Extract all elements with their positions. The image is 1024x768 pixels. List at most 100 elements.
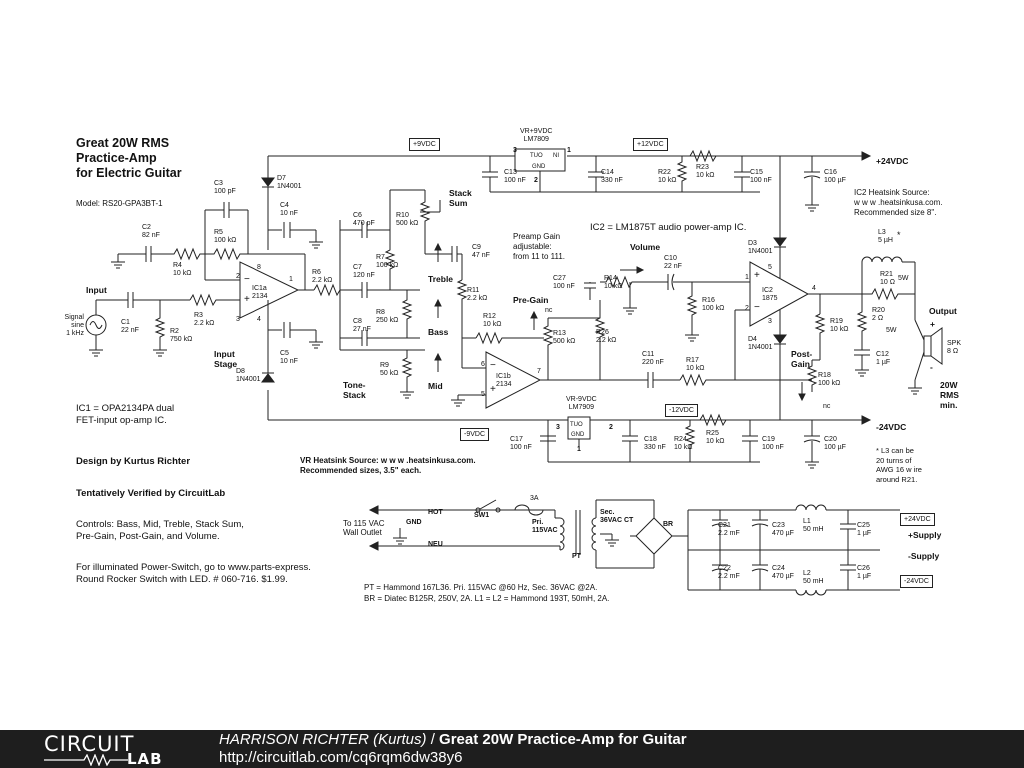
- vr-pos-pin3: 3: [513, 147, 517, 154]
- ic1b-plus: +: [490, 384, 496, 395]
- vr-neg-gnd: GND: [571, 432, 585, 438]
- flag-p9: +9VDC: [409, 138, 440, 151]
- fuse-label: 3A: [530, 495, 539, 502]
- flag-n9: -9VDC: [460, 428, 490, 441]
- r21-watt: 5W: [898, 275, 909, 282]
- diode-d8: [261, 373, 275, 383]
- vr-pos-out: NI: [553, 153, 559, 159]
- diode-d3: [773, 237, 787, 247]
- ic2-pin1: 1: [745, 274, 749, 281]
- label-volume: Volume: [630, 242, 661, 252]
- footer-title: HARRISON RICHTER (Kurtus) / Great 20W Pr…: [219, 731, 687, 748]
- vr-pos-pin1: 1: [567, 147, 571, 154]
- ic2-minus: −: [754, 302, 760, 313]
- l3-star: *: [897, 230, 901, 240]
- footer-separator: /: [426, 731, 440, 748]
- label-input: Input: [86, 285, 107, 295]
- label-supply-pos: +Supply: [908, 530, 942, 540]
- ic1b-pin5: 5: [481, 391, 485, 398]
- opamp-ic2: [749, 261, 810, 327]
- footer-author[interactable]: HARRISON RICHTER (Kurtus): [219, 731, 427, 748]
- verified-note: Tentatively Verified by CircuitLab: [76, 488, 226, 499]
- ic2-pin3: 3: [768, 318, 772, 325]
- label-mid: Mid: [428, 381, 443, 391]
- inductor-l2: [795, 589, 827, 596]
- sw1-label: SW1: [474, 512, 490, 519]
- vr-pos-pin2: 2: [534, 177, 538, 184]
- schematic-canvas: [85, 148, 943, 596]
- vr-neg-in: TUO: [570, 422, 583, 428]
- label-output: Output: [929, 306, 957, 316]
- footer-circuit-name[interactable]: Great 20W Practice-Amp for Guitar: [439, 731, 687, 748]
- design-credit: Design by Kurtus Richter: [76, 456, 191, 467]
- ic2-plus: +: [754, 270, 760, 281]
- rail-label-p24: +24VDC: [876, 156, 909, 166]
- r20-watt: 5W: [886, 327, 897, 334]
- pt-note: PT = Hammond 167L36. Pri. 115VAC @60 Hz,…: [364, 583, 598, 592]
- r18-nc: nc: [823, 403, 831, 410]
- inductor-l1: [795, 504, 827, 511]
- speaker-spk: [923, 335, 932, 357]
- mains-hot: HOT: [428, 509, 443, 516]
- ic1a-pin8: 8: [257, 264, 261, 271]
- r13-nc: nc: [545, 307, 553, 314]
- vr-neg-pin3: 3: [556, 424, 560, 431]
- ic1a-pin1: 1: [289, 276, 293, 283]
- ic1a-pin4: 4: [257, 316, 261, 323]
- flag-supply-n24: -24VDC: [900, 575, 933, 588]
- circuitlab-logo[interactable]: CIRCUIT LAB: [44, 732, 204, 768]
- power-switch-note: For illuminated Power-Switch, go to www.…: [76, 562, 311, 585]
- logo-text-circuit: CIRCUIT: [44, 732, 135, 756]
- ic1a-pin2: 2: [236, 273, 240, 280]
- vr-pos-in: TUO: [530, 153, 543, 159]
- ic1a-pin3: 3: [236, 316, 240, 323]
- ic1b-minus: −: [490, 360, 496, 371]
- model-number: Model: RS20-GPA3BT-1: [76, 199, 163, 208]
- label-tone-stack: Tone-Stack: [343, 380, 366, 400]
- footer-url-link[interactable]: http://circuitlab.com/cq6rqm6dw38y6: [219, 749, 463, 766]
- pt-label: PT: [572, 553, 581, 560]
- ic2-pin4: 4: [812, 285, 816, 292]
